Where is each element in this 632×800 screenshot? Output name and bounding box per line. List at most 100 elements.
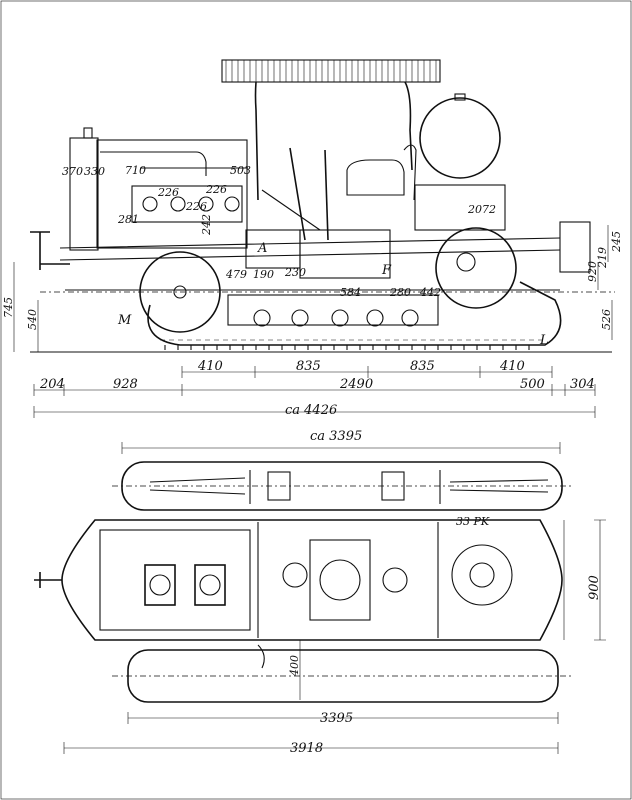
track-outline xyxy=(147,281,562,346)
dim-label: 330 xyxy=(84,165,105,178)
cylinder-block xyxy=(131,185,243,223)
cylinder xyxy=(198,196,214,212)
rear-box xyxy=(414,184,506,231)
dim-label: 835 xyxy=(296,359,321,374)
road-wheels xyxy=(253,309,419,327)
differential-hub xyxy=(469,562,495,588)
cylinder xyxy=(170,196,186,212)
crank-handle xyxy=(30,231,70,270)
marker-label: F xyxy=(381,263,392,278)
canopy-support xyxy=(254,81,259,201)
fuel-tank xyxy=(419,97,501,179)
main-body xyxy=(61,519,563,641)
track-grousers xyxy=(164,345,530,350)
dim-label: 835 xyxy=(410,359,435,374)
dim-label: 280 xyxy=(389,286,411,299)
marker-label: M xyxy=(117,313,132,328)
canopy-roof xyxy=(221,59,441,83)
dim-label: 526 xyxy=(600,309,613,330)
canopy-support xyxy=(404,81,413,171)
track-hub xyxy=(267,471,291,501)
control-lever xyxy=(324,149,329,241)
dim-label: 226 xyxy=(185,200,207,213)
dim-label: 920 xyxy=(586,261,599,282)
control-lever xyxy=(261,189,321,231)
dim-line xyxy=(13,262,39,352)
dim-label: 245 xyxy=(610,231,623,253)
dim-label: 500 xyxy=(520,377,545,392)
cylinder-head xyxy=(194,564,226,606)
dim-label: 503 xyxy=(230,164,251,177)
dim-line xyxy=(33,406,596,418)
dim-line xyxy=(181,366,553,378)
cylinder xyxy=(224,196,240,212)
gearbox-plan xyxy=(309,539,371,621)
power-label: 33 PK xyxy=(456,515,490,528)
dim-label: 226 xyxy=(157,186,179,199)
dim-line xyxy=(127,712,559,724)
dim-label: 479 xyxy=(225,268,247,281)
dim-label: 281 xyxy=(117,213,139,226)
control-lever xyxy=(289,147,306,241)
dim-label: 242 xyxy=(200,214,213,236)
dim-label: 219 xyxy=(596,247,609,269)
exhaust-pipe xyxy=(257,644,265,669)
dim-label: 226 xyxy=(205,183,227,196)
dim-label: 230 xyxy=(284,266,306,279)
dim-label: 2490 xyxy=(339,377,373,392)
dim-label: 410 xyxy=(197,359,223,374)
track-cross xyxy=(249,470,441,504)
crank-handle xyxy=(34,572,62,588)
clutch xyxy=(319,559,361,601)
plan-width-label: 900 xyxy=(587,575,602,600)
fuel-tank-cap xyxy=(454,93,466,101)
plan-inner-width-label: 400 xyxy=(288,655,301,677)
dim-line xyxy=(33,384,596,396)
marker-label: A xyxy=(257,241,267,256)
cylinder-head xyxy=(144,564,176,606)
engine-hood xyxy=(96,139,248,249)
rear-sprocket xyxy=(435,227,517,309)
side-view: 745 540 920 219 245 526 370 330 710 503 … xyxy=(2,59,623,418)
bogie-frame xyxy=(227,294,439,326)
rear-hub xyxy=(456,252,476,272)
dim-label: 370 xyxy=(62,165,83,178)
plan-overall-length-label: 3918 xyxy=(290,741,323,756)
dim-line xyxy=(597,225,613,340)
dim-label: 540 xyxy=(26,309,39,330)
plan-track-length-label: 3395 xyxy=(320,711,353,726)
intake-pipe xyxy=(100,151,248,176)
dim-line xyxy=(563,519,606,641)
dim-label: 710 xyxy=(125,164,146,177)
plan-top-length-label: ca 3395 xyxy=(310,429,362,444)
dim-label: 204 xyxy=(39,377,65,392)
dim-label: 2072 xyxy=(467,203,496,216)
canopy-ribs xyxy=(225,60,437,82)
radiator-cap xyxy=(83,127,93,139)
dim-label: 442 xyxy=(419,286,441,299)
dim-label: 745 xyxy=(2,297,15,318)
dim-label: 190 xyxy=(253,268,274,281)
dim-label: 410 xyxy=(499,359,525,374)
marker-label: L xyxy=(539,333,549,348)
rear-block xyxy=(559,221,591,273)
dim-label: 304 xyxy=(570,377,595,392)
driver-seat xyxy=(346,159,405,196)
transmission-cover xyxy=(245,229,301,269)
track-hub xyxy=(381,471,405,501)
plan-view: ca 3395 33 PK 900 xyxy=(34,429,606,756)
overall-length-label: ca 4426 xyxy=(285,403,337,418)
dim-label: 928 xyxy=(113,377,138,392)
cylinder-bore xyxy=(149,574,171,596)
engine-bay xyxy=(99,529,251,631)
dim-label: 584 xyxy=(340,286,361,299)
seat-back xyxy=(403,144,417,201)
radiator xyxy=(69,137,99,251)
chassis-rail xyxy=(59,237,561,291)
cylinder-bore xyxy=(199,574,221,596)
gear xyxy=(282,562,308,588)
dim-line xyxy=(121,442,561,454)
cylinder xyxy=(142,196,158,212)
